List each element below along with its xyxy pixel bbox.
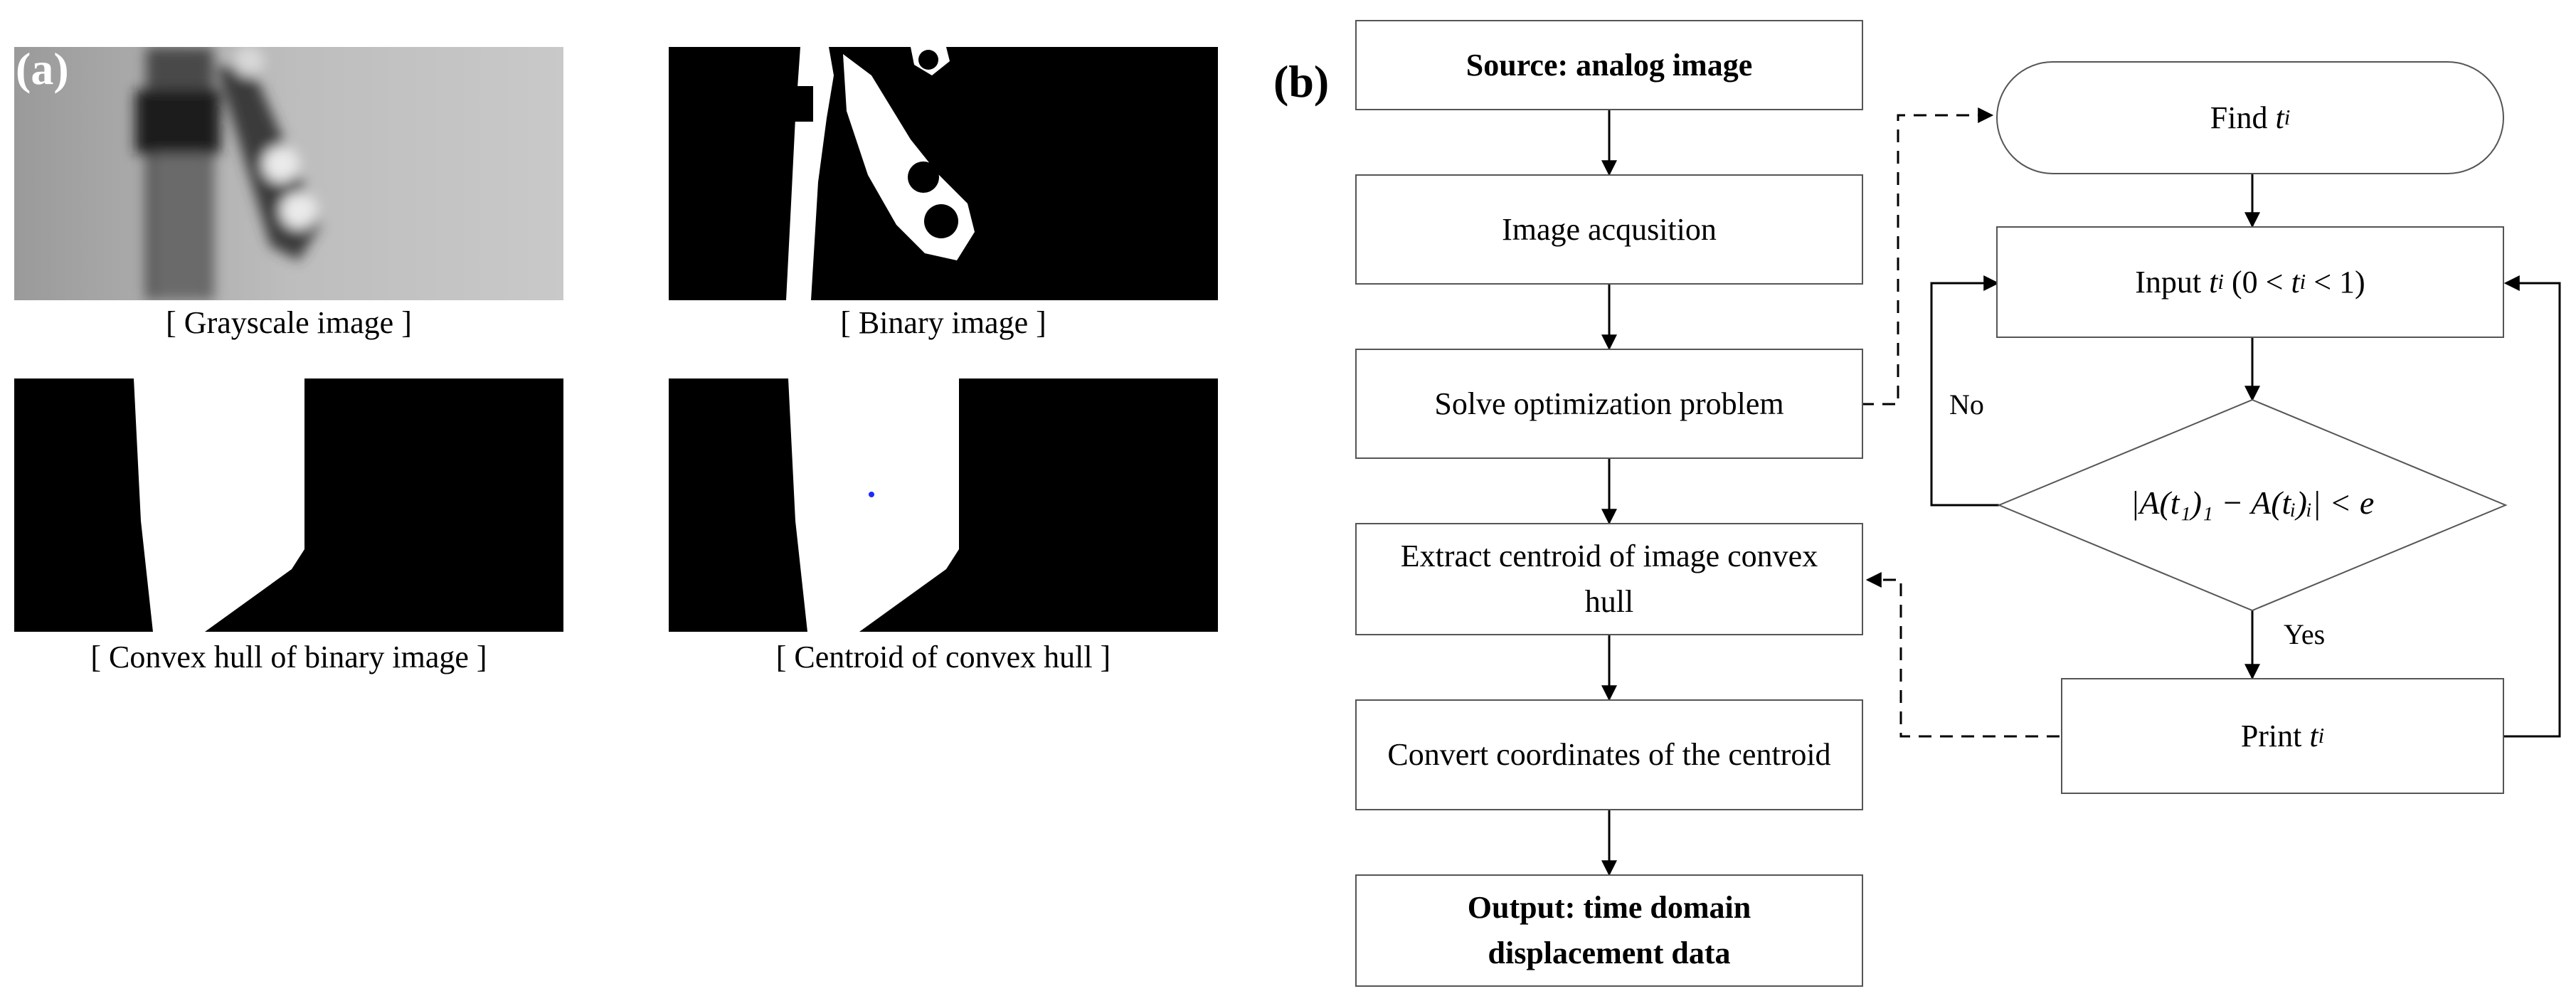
find-sub: i bbox=[2284, 105, 2291, 130]
decision-condition: |A(t₁)₁ − A(tᵢ)ᵢ| < e bbox=[2130, 485, 2375, 521]
input-sub: i bbox=[2217, 270, 2224, 295]
print-var: t bbox=[2309, 718, 2318, 753]
convex-hull-image bbox=[14, 378, 563, 632]
binary-caption: [ Binary image ] bbox=[840, 305, 1046, 340]
find-label: Find bbox=[2210, 100, 2276, 135]
output-box: Output: time domain displacement data bbox=[1355, 874, 1863, 987]
source-box: Source: analog image bbox=[1355, 20, 1863, 110]
panel-b-label: (b) bbox=[1273, 56, 1330, 107]
no-label: No bbox=[1949, 388, 1984, 420]
yes-label: Yes bbox=[2284, 618, 2326, 650]
input-range-open: (0 < bbox=[2223, 264, 2291, 300]
extract-box: Extract centroid of image convex hull bbox=[1355, 523, 1863, 635]
grayscale-caption: [ Grayscale image ] bbox=[166, 305, 412, 340]
convert-box: Convert coordinates of the centroid bbox=[1355, 699, 1863, 810]
decision-diamond bbox=[1997, 398, 2508, 612]
centroid-caption: [ Centroid of convex hull ] bbox=[775, 640, 1111, 674]
centroid-marker bbox=[869, 492, 874, 497]
input-sub-2: i bbox=[2299, 270, 2306, 295]
solve-box: Solve optimization problem bbox=[1355, 349, 1863, 459]
acquisition-box: Image acqusition bbox=[1355, 174, 1863, 285]
input-var-2: t bbox=[2291, 264, 2300, 300]
centroid-image bbox=[669, 378, 1218, 632]
convex-hull-caption: [ Convex hull of binary image ] bbox=[90, 640, 487, 674]
panel-a-label: (a) bbox=[16, 43, 69, 94]
grayscale-image bbox=[14, 47, 563, 300]
input-range-close: < 1) bbox=[2306, 264, 2365, 300]
binary-image bbox=[669, 47, 1218, 300]
print-sub: i bbox=[2318, 724, 2325, 748]
find-var: t bbox=[2275, 100, 2284, 135]
print-label: Print bbox=[2240, 718, 2310, 753]
input-var: t bbox=[2209, 264, 2218, 300]
input-label: Input bbox=[2135, 264, 2210, 300]
